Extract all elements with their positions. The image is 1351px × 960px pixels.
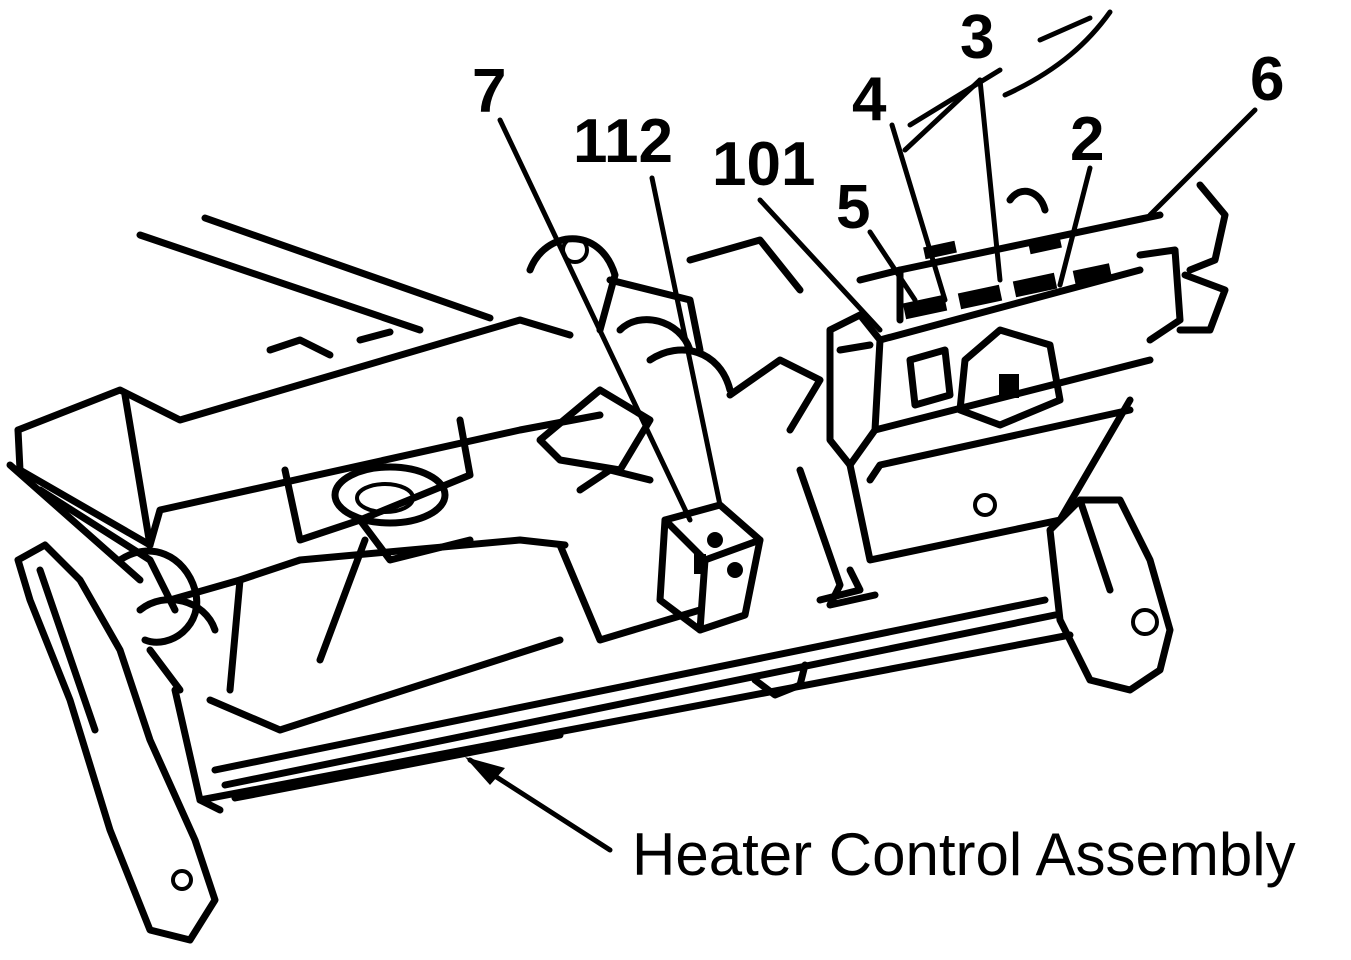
caption-arrowhead [465,757,505,785]
assembly-caption: Heater Control Assembly [632,821,1296,888]
cable-line-2 [1002,9,1113,98]
leader-101 [757,197,883,333]
leader-7 [497,117,693,523]
callout-7: 7 [472,57,506,126]
callout-4: 4 [852,65,887,134]
callout-3: 3 [960,3,994,72]
callout-5: 5 [836,173,870,242]
assembly-drawing [6,181,1229,944]
callout-112: 112 [573,107,673,176]
leader-3b [977,77,1003,283]
callout-2: 2 [1070,105,1104,174]
leader-5 [867,229,918,303]
leader-lines [467,9,1258,853]
leader-2 [1057,165,1093,288]
leader-112 [649,175,723,508]
leader-4 [889,122,948,303]
cable-line-3 [907,67,1003,128]
cable-line-1 [1037,15,1093,43]
callout-6: 6 [1250,45,1284,114]
leader-6 [1147,107,1258,218]
callout-labels: 7 112 101 5 4 3 2 6 [472,3,1284,242]
callout-101: 101 [712,130,815,199]
